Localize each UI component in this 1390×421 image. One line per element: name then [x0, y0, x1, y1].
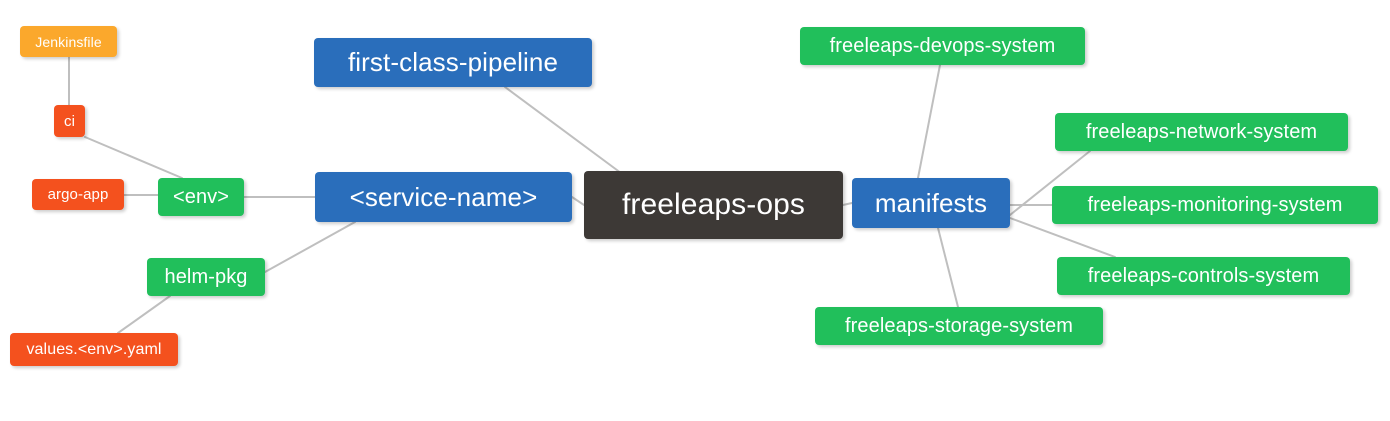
node-jenkinsfile[interactable]: Jenkinsfile	[20, 26, 117, 57]
node-service[interactable]: <service-name>	[315, 172, 572, 222]
edge-root-to-service	[571, 196, 585, 206]
node-pipeline[interactable]: first-class-pipeline	[314, 38, 592, 87]
node-env[interactable]: <env>	[158, 178, 244, 216]
edge-env-to-ci	[84, 136, 183, 179]
node-manifests[interactable]: manifests	[852, 178, 1010, 228]
node-network[interactable]: freeleaps-network-system	[1055, 113, 1348, 151]
node-storage[interactable]: freeleaps-storage-system	[815, 307, 1103, 345]
edge-service-to-helmpkg	[264, 221, 356, 273]
edge-root-to-manifests	[842, 202, 853, 206]
node-root[interactable]: freeleaps-ops	[584, 171, 843, 239]
node-monitoring[interactable]: freeleaps-monitoring-system	[1052, 186, 1378, 224]
node-controls[interactable]: freeleaps-controls-system	[1057, 257, 1350, 295]
edge-root-to-pipeline	[504, 86, 626, 177]
node-ci[interactable]: ci	[54, 105, 85, 137]
node-helmpkg[interactable]: helm-pkg	[147, 258, 265, 296]
node-devops[interactable]: freeleaps-devops-system	[800, 27, 1085, 65]
edge-manifests-to-devops	[917, 64, 941, 179]
edge-helmpkg-to-valuesyaml	[117, 295, 171, 334]
node-argoapp[interactable]: argo-app	[32, 179, 124, 210]
node-valuesyaml[interactable]: values.<env>.yaml	[10, 333, 178, 366]
edge-manifests-to-storage	[937, 227, 959, 308]
